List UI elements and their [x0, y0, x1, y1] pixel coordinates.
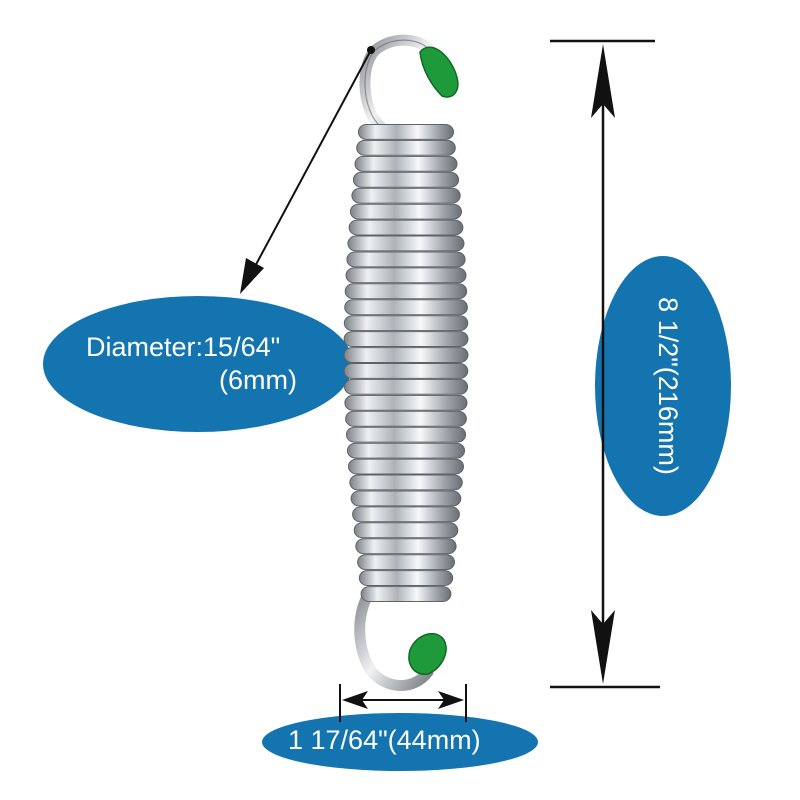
top-hook: [359, 34, 459, 134]
spring-coil: [344, 378, 469, 395]
spring-coil: [357, 554, 456, 571]
spring-coil: [353, 522, 459, 539]
spring-coil: [350, 490, 462, 507]
top-hook-cap: [419, 46, 459, 98]
spring-coil: [344, 283, 468, 300]
spring-coil: [345, 267, 467, 284]
height-label: 8 1/2"(216mm): [653, 297, 683, 475]
spring-coil: [360, 586, 452, 602]
spring-coil: [345, 410, 467, 427]
diameter-label: Diameter:15/64": [86, 332, 281, 362]
height-callout-bubble: [595, 256, 731, 516]
spring-coil: [343, 363, 469, 379]
spring-coil: [356, 139, 456, 156]
bottom-hook-cap: [408, 632, 447, 675]
spring-coil: [348, 219, 464, 236]
spring-coil: [358, 570, 454, 586]
spring-coil: [343, 347, 469, 364]
diameter-metric-label: (6mm): [219, 365, 297, 395]
width-dimension-line: [339, 684, 467, 722]
spring-coil: [349, 474, 463, 491]
spring-coil: [352, 506, 460, 523]
spring-coil: [351, 187, 461, 204]
spring-coil: [352, 171, 460, 188]
spring-coil: [343, 315, 469, 332]
spring-coil: [357, 124, 454, 140]
diameter-leader-arrow: [240, 46, 375, 294]
spring-coil: [346, 251, 466, 268]
spring-coil: [343, 331, 469, 348]
spring-coil: [346, 442, 466, 459]
diameter-callout-bubble: [43, 296, 353, 432]
bottom-hook: [354, 586, 447, 691]
spring-coil: [345, 426, 467, 443]
width-label: 1 17/64"(44mm): [288, 725, 481, 755]
width-callout-bubble: [262, 713, 538, 771]
spring-coil: [349, 203, 462, 220]
spring-coil: [344, 299, 468, 316]
spring-coil: [354, 155, 458, 172]
spring-coil: [344, 394, 468, 411]
spring-coil: [348, 458, 464, 475]
spring-coil: [347, 235, 465, 252]
spring-coil: [355, 538, 457, 555]
height-dimension-line: [550, 39, 660, 689]
spring-coil-body: [343, 124, 469, 602]
